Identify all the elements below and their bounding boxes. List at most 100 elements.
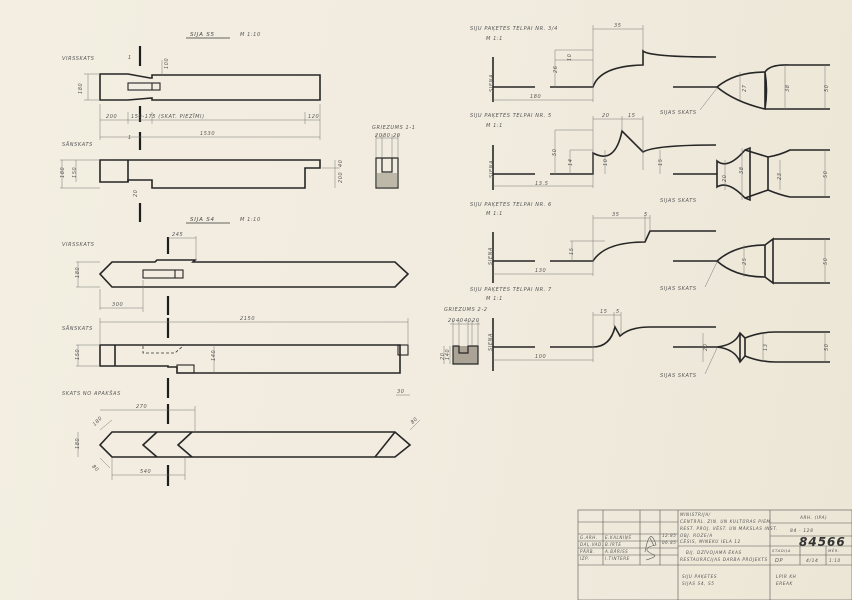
org-line: MINISTRIJA/ — [680, 512, 711, 517]
dim-label: 35 — [614, 23, 622, 29]
beam-s5-side-label: SĀNSKATS — [62, 141, 93, 148]
name-label: I.TINTERE — [605, 556, 630, 561]
dim-label: 20 — [375, 133, 383, 139]
dim-label: 10 — [603, 158, 609, 166]
beam-s5-title: SIJA S5 — [190, 32, 215, 38]
profile-room-7: SIJU PAĶETES TELPAI NR. 7 M 1:1 SIENA 15… — [470, 287, 830, 379]
object-line: BIJ. DZĪVOJAMĀ ĒKAS — [686, 550, 742, 555]
dim-label: 300 — [112, 302, 123, 308]
dim-label: 120 — [308, 114, 319, 120]
dim-label: 540 — [140, 469, 151, 475]
dim-label: 245 — [172, 232, 183, 238]
beam-s4-title: SIJA S4 — [190, 217, 215, 223]
dim-label: 13 — [763, 343, 769, 351]
beam-s5-top-label: VIRSSKATS — [62, 56, 95, 62]
section-1-1: GRIEZUMS 1-1 20 80 20 — [372, 125, 416, 189]
beam-s5-scale: M 1:10 — [240, 32, 261, 38]
dim-label: 130 — [535, 268, 546, 274]
date-label: 06.85 — [662, 540, 676, 545]
dim-label: 5 — [616, 309, 620, 315]
drawing-number: 84566 — [799, 535, 846, 549]
dim-label: 14 — [568, 158, 574, 166]
dim-label: 1530 — [200, 131, 215, 137]
profile-title: SIJU PAĶETES TELPAI NR. 3/4 — [470, 26, 558, 32]
profile-title: SIJU PAĶETES TELPAI NR. 7 — [470, 287, 552, 293]
stage-label: STADIJA — [772, 548, 791, 553]
section-1-title: GRIEZUMS 1-1 — [372, 125, 416, 131]
profile-caption: SIJAS SKATS — [660, 373, 697, 379]
dim-label: 200 — [106, 114, 117, 120]
beam-s5: SIJA S5 M 1:10 VIRSSKATS SĀNSKATS 1 1 18 — [60, 32, 344, 222]
dim-label: 50 — [824, 343, 830, 351]
dim-label: 200 — [338, 172, 344, 183]
beam-s4-bottom-view — [98, 431, 412, 458]
dim-label: 20 — [133, 189, 139, 197]
dim-label: 50 — [823, 170, 829, 178]
dim-label: 20 — [472, 318, 480, 324]
dim-label: 80 — [410, 416, 420, 426]
dim-label: 150-175 (SKAT. PIEZĪMI) — [131, 113, 205, 120]
dim-label: 26 — [553, 65, 559, 73]
sheet-number: 4/14 — [806, 558, 819, 564]
beam-s4: SIJA S4 M 1:10 VIRSSKATS SĀNSKATS SKATS … — [62, 217, 421, 486]
beam-s4-scale: M 1:10 — [240, 217, 261, 223]
dim-label: 180 — [530, 94, 541, 100]
dim-label: 15 — [600, 309, 608, 315]
dim-label: 5 — [644, 212, 648, 218]
profile-title: SIJU PAĶETES TELPAI NR. 5 — [470, 113, 552, 119]
scale-label: MĒR. — [828, 548, 840, 553]
dim-label: 180 — [92, 415, 104, 427]
dim-label: 20 — [602, 113, 610, 119]
role-label: IZP. — [580, 556, 589, 561]
cut-marker: 1 — [128, 135, 132, 141]
dim-label: 30 — [397, 389, 405, 395]
dim-label: 20 — [440, 352, 446, 360]
dim-label: 40 — [338, 159, 344, 167]
object-line: RESTAURĀCIJAS DARBA PROJEKTS — [680, 557, 768, 562]
role-label: DAĻ.VAD. — [580, 542, 604, 547]
dim-label: 23 — [777, 172, 783, 180]
profile-title: SIJU PAĶETES TELPAI NR. 6 — [470, 202, 552, 208]
profile-caption: SIJAS SKATS — [660, 110, 697, 116]
dim-label: 150 — [75, 349, 81, 360]
dim-label: 180 — [78, 83, 84, 94]
registry-block: ARH. (IPA) 84 - 128 84566 STADIJA DP 4/1… — [772, 515, 846, 586]
profile-caption: SIJAS SKATS — [660, 198, 697, 204]
dim-label: 35 — [612, 212, 620, 218]
axis-label: SIENA — [488, 333, 494, 351]
dim-label: 270 — [136, 404, 147, 410]
sheet-name: SIJAS S4, S5 — [682, 581, 715, 586]
org-line: CĒSIS, MINEKU IELA 12 — [680, 539, 741, 544]
name-label: B.ĪRTE — [605, 542, 622, 547]
beam-s4-side-label: SĀNSKATS — [62, 325, 93, 332]
dim-label: 10 — [567, 53, 573, 61]
beam-s5-top-view — [99, 73, 321, 101]
dim-label: 100 — [535, 354, 546, 360]
archive-number: 84 - 128 — [790, 528, 814, 534]
dim-label: 140 — [445, 349, 451, 360]
cut-marker: 1 — [128, 55, 132, 61]
role-label: G.ARH. — [580, 535, 598, 540]
dim-label: 15 — [658, 158, 664, 166]
dim-label: 27 — [742, 84, 748, 92]
date-label: 12.85 — [662, 533, 676, 538]
dim-label: 40 — [456, 318, 464, 324]
sheet-name: SIJU PAĶETES — [682, 574, 717, 579]
profile-room-5: SIJU PAĶETES TELPAI NR. 5 M 1:1 SIENA 20… — [470, 113, 830, 204]
dim-label: 100 — [164, 58, 170, 69]
signatures-table: G.ARH. DAĻ.VAD. PĀRB. IZP. E.KALNIŅŠ B.Ī… — [580, 533, 676, 561]
profile-scale: M 1:1 — [486, 123, 503, 129]
profile-room-6: SIJU PAĶETES TELPAI NR. 6 M 1:1 SIENA 35… — [470, 202, 830, 292]
profile-caption: SIJAS SKATS — [660, 286, 697, 292]
dim-label: 15 — [569, 247, 575, 255]
section-2-title: GRIEZUMS 2-2 — [444, 307, 488, 313]
beam-s4-bottom-label: SKATS NO APAKŠAS — [62, 390, 121, 397]
dim-label: 180 — [60, 167, 66, 178]
title-block: G.ARH. DAĻ.VAD. PĀRB. IZP. E.KALNIŅŠ B.Ī… — [577, 509, 852, 600]
axis-label: SIENA — [488, 247, 494, 265]
mortise-slot — [142, 269, 184, 279]
dim-label: 2150 — [240, 316, 255, 322]
section-2-2: GRIEZUMS 2-2 20 40 40 20 140 20 — [440, 307, 488, 365]
